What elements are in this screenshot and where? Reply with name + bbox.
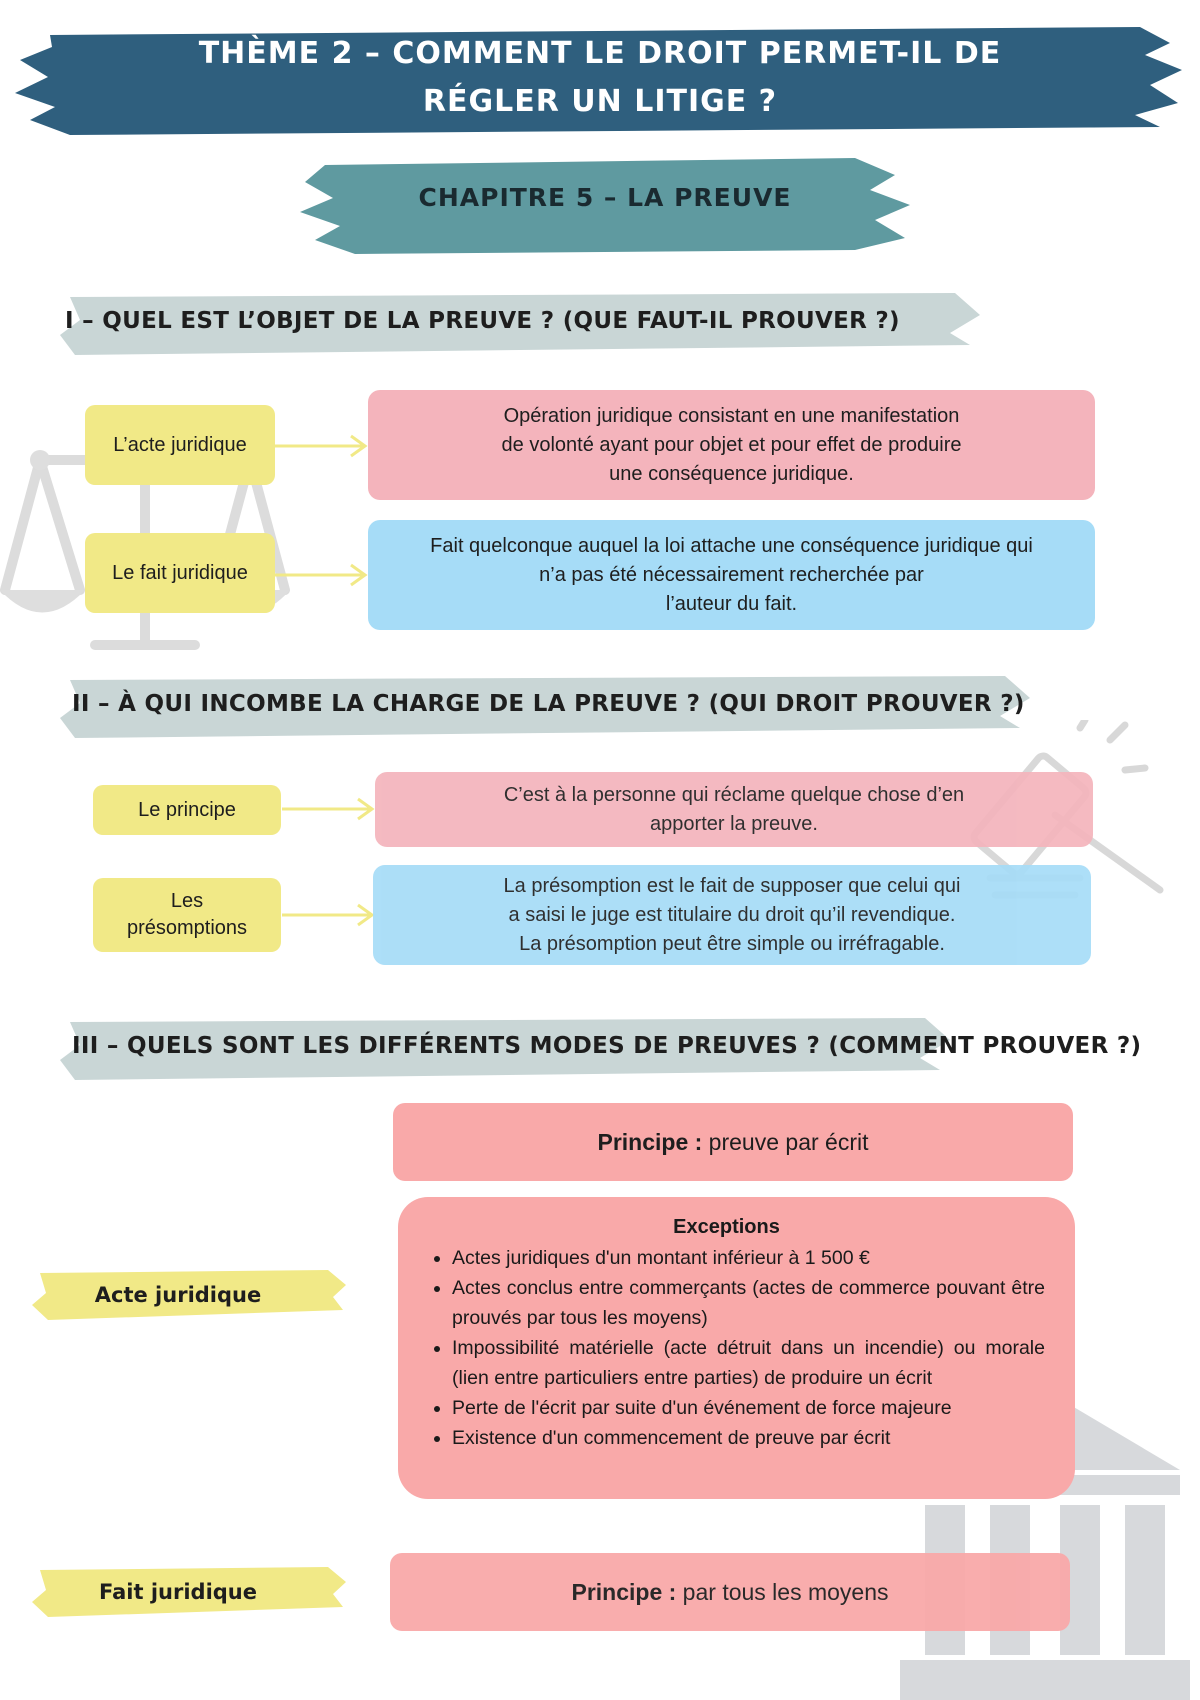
arrow-right-icon [282, 903, 375, 927]
section-1-brush [60, 293, 980, 355]
label-principe: Le principe [93, 785, 281, 835]
definition-line: La présomption peut être simple ou irréf… [519, 932, 945, 955]
label-line: Les [170, 890, 204, 912]
principe-label: Principe : [597, 1128, 703, 1155]
definition-line: n’a pas été nécessairement recherchée pa… [539, 563, 924, 586]
definition-line: l’auteur du fait. [665, 592, 798, 615]
fait-principe-box: Principe : par tous les moyens [390, 1553, 1070, 1631]
definition-principe: C’est à la personne qui réclame quelque … [375, 772, 1093, 847]
definition-line: a saisi le juge est titulaire du droit q… [508, 903, 956, 926]
label-acte-juridique: L’acte juridique [85, 405, 275, 485]
label-line: présomptions [126, 917, 248, 939]
acte-juridique-label: Acte juridique [94, 1283, 262, 1307]
arrow-right-icon [275, 434, 368, 458]
definition-line: C’est à la personne qui réclame quelque … [503, 783, 965, 806]
arrow-right-icon [282, 797, 375, 821]
acte-principe-box: Principe : preuve par écrit [393, 1103, 1073, 1181]
section-3-title: III – QUELS SONT LES DIFFÉRENTS MODES DE… [72, 1033, 1142, 1059]
theme-banner-brush [15, 27, 1182, 135]
fait-label-brush [32, 1567, 346, 1617]
definition-line: Opération juridique consistant en une ma… [503, 404, 960, 427]
arrow-right-icon [275, 563, 368, 587]
exception-item: Perte de l'écrit par suite d'un événemen… [452, 1393, 1045, 1423]
exceptions-title: Exceptions [673, 1216, 780, 1238]
label-presomptions: Les présomptions [93, 878, 281, 952]
section-3-brush [60, 1018, 950, 1080]
definition-fait-juridique: Fait quelconque auquel la loi attache un… [368, 520, 1095, 630]
definition-line: Fait quelconque auquel la loi attache un… [430, 534, 1033, 557]
exceptions-box: Exceptions Actes juridiques d'un montant… [398, 1197, 1075, 1499]
definition-line: La présomption est le fait de supposer q… [503, 874, 961, 897]
principe-label: Principe : [571, 1578, 677, 1605]
principe-text: preuve par écrit [702, 1128, 869, 1155]
definition-acte-juridique: Opération juridique consistant en une ma… [368, 390, 1095, 500]
section-2-brush [60, 676, 1030, 738]
exception-item: Actes conclus entre commerçants (actes d… [452, 1273, 1045, 1333]
theme-title: THÈME 2 – COMMENT LE DROIT PERMET-IL DE … [0, 30, 1200, 126]
definition-line: apporter la preuve. [650, 812, 818, 835]
acte-label-brush [32, 1270, 346, 1320]
exception-item: Existence d'un commencement de preuve pa… [452, 1423, 1045, 1453]
principe-text: par tous les moyens [676, 1578, 889, 1605]
label-fait-juridique: Le fait juridique [85, 533, 275, 613]
exception-item: Actes juridiques d'un montant inférieur … [452, 1243, 1045, 1273]
section-2-title: II – À QUI INCOMBE LA CHARGE DE LA PREUV… [72, 691, 1025, 717]
definition-line: de volonté ayant pour objet et pour effe… [501, 433, 962, 456]
exceptions-list: Actes juridiques d'un montant inférieur … [408, 1243, 1045, 1453]
chapter-banner-brush [300, 158, 910, 254]
chapter-title: CHAPITRE 5 – LA PREUVE [418, 183, 792, 212]
definition-line: une conséquence juridique. [609, 462, 854, 485]
label-line: Le principe [138, 798, 236, 821]
definition-presomptions: La présomption est le fait de supposer q… [373, 865, 1091, 965]
exception-item: Impossibilité matérielle (acte détruit d… [452, 1333, 1045, 1393]
fait-juridique-label: Fait juridique [99, 1580, 257, 1604]
theme-title-line-2: RÉGLER UN LITIGE ? [422, 84, 778, 119]
theme-title-line-1: THÈME 2 – COMMENT LE DROIT PERMET-IL DE [198, 36, 1002, 71]
section-1-title: I – QUEL EST L’OBJET DE LA PREUVE ? (QUE… [65, 308, 900, 334]
